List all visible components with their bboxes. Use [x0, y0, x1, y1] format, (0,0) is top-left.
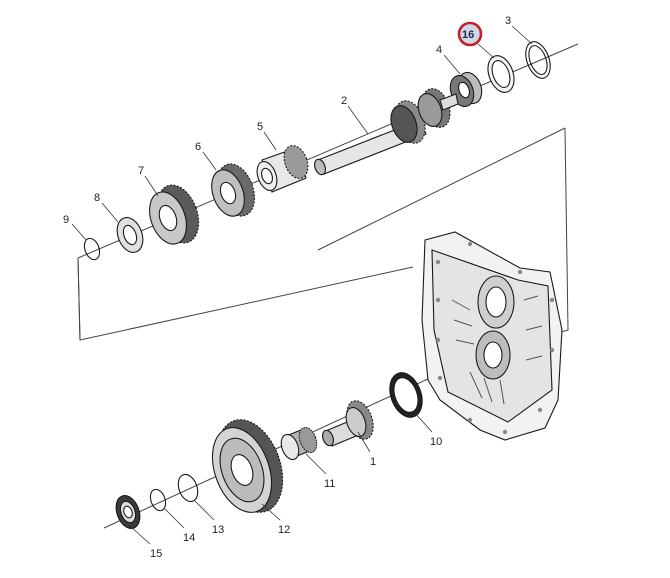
- callout-14[interactable]: 14: [183, 532, 195, 544]
- part-13-ring: [177, 473, 199, 503]
- shaft-gear-teeth-1: [390, 100, 426, 144]
- part-7-gear: [148, 184, 200, 245]
- callout-5[interactable]: 5: [257, 121, 263, 133]
- callout-8[interactable]: 8: [94, 192, 100, 204]
- transmission-housing: [421, 231, 563, 441]
- callout-7[interactable]: 7: [138, 165, 144, 177]
- callout-4[interactable]: 4: [436, 44, 442, 56]
- part-6-gear: [211, 163, 256, 217]
- callout-9[interactable]: 9: [63, 214, 69, 226]
- callout-16-highlight[interactable]: [457, 21, 483, 47]
- part-11-needle-bearing: [280, 426, 318, 461]
- callout-6[interactable]: 6: [195, 141, 201, 153]
- part-12-large-gear: [211, 419, 284, 513]
- assembly-outline-left-top: [77, 257, 81, 341]
- callout-12[interactable]: 12: [278, 524, 290, 536]
- part-10-seal-ring: [389, 372, 423, 418]
- assembly-outline: [77, 257, 414, 341]
- housing-bolt-holes: [435, 241, 555, 435]
- part-15-bearing: [115, 495, 141, 529]
- callout-13[interactable]: 13: [212, 524, 224, 536]
- assembly-outline-top: [317, 127, 566, 251]
- part-3-snap-ring: [525, 41, 551, 79]
- callout-15[interactable]: 15: [150, 548, 162, 560]
- part-8-bearing: [116, 217, 144, 253]
- callout-16[interactable]: 16: [462, 29, 474, 41]
- part-1-pinion-shaft: [322, 400, 374, 447]
- callout-2[interactable]: 2: [341, 95, 347, 107]
- part-2-main-shaft: [314, 88, 459, 176]
- leader-lines: [71, 25, 533, 545]
- part-9-snap-ring: [83, 237, 101, 261]
- callout-10[interactable]: 10: [430, 436, 442, 448]
- callout-11[interactable]: 11: [324, 478, 335, 490]
- callout-3[interactable]: 3: [505, 15, 511, 27]
- part-16-bearing-race: [487, 55, 515, 93]
- housing-ribs: [451, 295, 543, 405]
- callout-1[interactable]: 1: [370, 456, 376, 468]
- part-14-snap-ring: [149, 488, 167, 512]
- part-5-gear-sleeve: [256, 145, 309, 193]
- part-4-roller-bearing: [449, 71, 483, 108]
